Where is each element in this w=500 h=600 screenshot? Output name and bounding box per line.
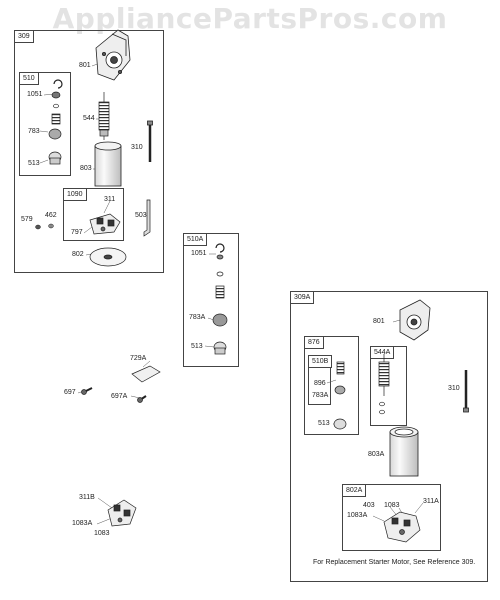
group-510-label: 510 bbox=[19, 72, 39, 85]
part-label-311B: 311B bbox=[79, 494, 95, 501]
strap-503-part bbox=[143, 199, 151, 237]
group-802A: 802A bbox=[342, 484, 441, 551]
part-label-896: 896 bbox=[314, 380, 326, 387]
replacement-note: For Replacement Starter Motor, See Refer… bbox=[313, 559, 476, 566]
group-544A: 544A bbox=[370, 346, 407, 426]
group-510A: 510A bbox=[183, 233, 239, 367]
part-label-697A: 697A bbox=[111, 393, 128, 400]
part-label-783A-b: 783A bbox=[312, 392, 329, 399]
part-label-783A: 783A bbox=[189, 314, 206, 321]
part-label-310: 310 bbox=[131, 144, 143, 151]
nut-579-part bbox=[35, 224, 41, 230]
part-label-783: 783 bbox=[28, 128, 40, 135]
part-label-801: 801 bbox=[79, 62, 91, 69]
housing-803A-part bbox=[389, 426, 419, 477]
housing-803-part bbox=[94, 141, 122, 187]
group-1090: 1090 bbox=[63, 188, 124, 241]
part-label-1083: 1083 bbox=[94, 530, 110, 537]
drive-510-parts bbox=[48, 79, 63, 165]
group-309A-label: 309A bbox=[290, 291, 315, 304]
part-label-544: 544 bbox=[83, 115, 95, 122]
part-label-513: 513 bbox=[28, 160, 40, 167]
group-309-label: 309 bbox=[14, 30, 34, 43]
part-label-729A: 729A bbox=[130, 355, 147, 362]
armature-544A-part bbox=[378, 354, 390, 415]
part-label-1051: 1051 bbox=[27, 91, 43, 98]
brush-assembly-311B-part bbox=[107, 499, 137, 527]
part-label-1083A: 1083A bbox=[72, 520, 93, 527]
group-876: 876 bbox=[304, 336, 359, 435]
part-label-1083A-b: 1083A bbox=[347, 512, 368, 519]
screw-697-part bbox=[81, 387, 93, 395]
part-label-310-b: 310 bbox=[448, 385, 460, 392]
part-label-797: 797 bbox=[71, 229, 83, 236]
part-label-801-b: 801 bbox=[373, 318, 385, 325]
part-label-513-b: 513 bbox=[191, 343, 203, 350]
plate-802-part bbox=[89, 247, 127, 267]
bolt-310-part-b bbox=[463, 370, 469, 413]
end-cap-801-part bbox=[95, 29, 131, 81]
part-label-803A: 803A bbox=[368, 451, 385, 458]
part-label-697: 697 bbox=[64, 389, 76, 396]
group-309A: 309A bbox=[290, 291, 488, 582]
group-1090-label: 1090 bbox=[63, 188, 87, 201]
part-label-311: 311 bbox=[104, 196, 116, 203]
part-label-513-c: 513 bbox=[318, 420, 330, 427]
group-510: 510 bbox=[19, 72, 71, 176]
group-802A-label: 802A bbox=[342, 484, 367, 497]
washer-462-part bbox=[48, 223, 54, 229]
group-510B: 510B bbox=[308, 355, 333, 405]
group-544A-label: 544A bbox=[370, 346, 395, 359]
armature-544-part bbox=[98, 92, 110, 140]
group-309: 309 bbox=[14, 30, 164, 273]
end-cap-801-part-b bbox=[399, 299, 431, 341]
screw-697A-part bbox=[137, 395, 147, 403]
clip-729A-part bbox=[131, 365, 161, 383]
part-label-803: 803 bbox=[80, 165, 92, 172]
group-876-label: 876 bbox=[304, 336, 324, 349]
brush-plate-1090-part bbox=[89, 213, 121, 235]
watermark: AppliancePartsPros.com bbox=[52, 2, 448, 35]
gear-513-part-b bbox=[333, 418, 347, 430]
drive-510B-parts bbox=[334, 361, 346, 395]
bolt-310-part bbox=[147, 120, 153, 162]
part-label-311A: 311A bbox=[423, 498, 439, 505]
part-label-1083-b: 1083 bbox=[384, 502, 400, 509]
part-label-1051-b: 1051 bbox=[191, 250, 207, 257]
group-510B-label: 510B bbox=[308, 355, 333, 368]
part-label-403: 403 bbox=[363, 502, 375, 509]
part-label-462: 462 bbox=[45, 212, 57, 219]
drive-510A-parts bbox=[212, 243, 228, 355]
brush-assembly-802A-part bbox=[383, 511, 421, 543]
group-510A-label: 510A bbox=[183, 233, 208, 246]
part-label-503: 503 bbox=[135, 212, 147, 219]
part-label-802: 802 bbox=[72, 251, 84, 258]
part-label-579: 579 bbox=[21, 216, 33, 223]
